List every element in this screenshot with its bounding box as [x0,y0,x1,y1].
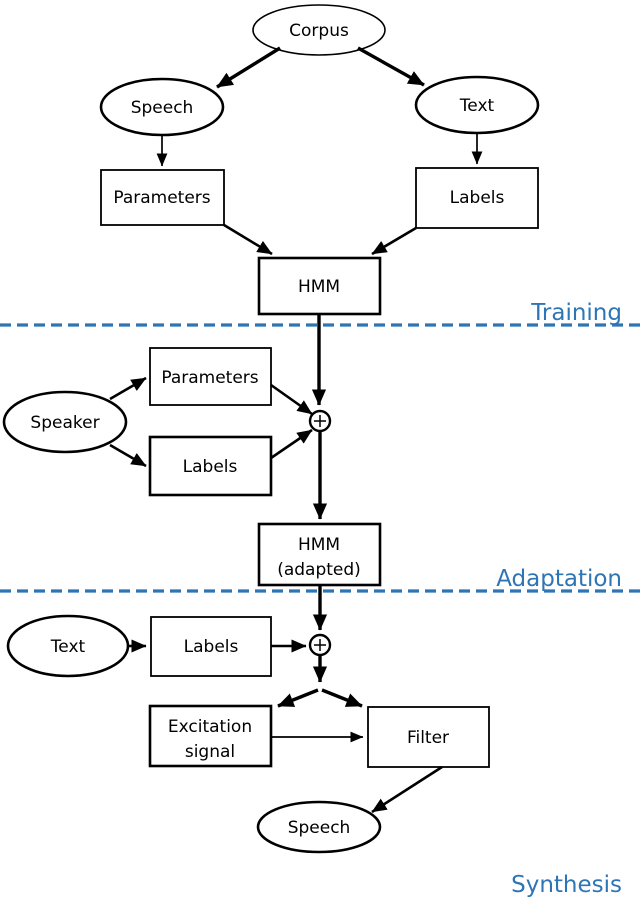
node-speaker: Speaker [2,390,128,454]
edge-labels-to-hmm [371,226,417,256]
node-synth-labels-label: Labels [184,637,239,657]
node-train-text: Text [414,75,540,135]
node-hmm: HMM [257,256,382,316]
node-hmm-adapted-label-line1: HMM [298,535,340,555]
edge-parameters-to-hmm [223,223,273,256]
edge-fanout-to-filter [321,688,363,708]
node-hmm-adapted: HMM (adapted) [257,522,382,587]
node-excitation-label-line1: Excitation [168,717,252,737]
node-synth-text-label: Text [50,637,86,657]
edge-speaker-to-adapt-labels [109,443,147,468]
edge-corpus-to-text [357,46,425,87]
phase-label-training: Training [530,300,622,326]
node-hmm-adapted-label-line2: (adapted) [277,560,361,580]
phase-label-synthesis: Synthesis [511,872,622,898]
adapt-junction-node [308,409,332,433]
node-filter-label: Filter [407,728,449,748]
node-train-labels: Labels [415,167,539,229]
edge-adapt-parameters-to-junction [270,383,313,416]
edge-fanout-to-excitation [277,688,319,708]
node-speaker-label: Speaker [30,413,99,433]
node-train-parameters: Parameters [100,169,225,226]
node-excitation-signal: Excitation signal [148,704,273,768]
edge-speaker-to-adapt-parameters [109,376,147,401]
phase-label-adaptation: Adaptation [496,566,622,592]
node-train-speech: Speech [99,77,225,137]
node-adapt-labels-label: Labels [183,457,238,477]
edge-filter-to-speech [371,765,443,814]
node-train-speech-label: Speech [131,98,194,118]
node-train-text-label: Text [459,96,495,116]
node-excitation-label-line2: signal [185,742,235,762]
node-adapt-parameters-label: Parameters [161,368,258,388]
node-hmm-label: HMM [298,277,340,297]
synth-junction-node [308,633,332,657]
node-corpus: Corpus [252,4,386,56]
node-train-labels-label: Labels [450,188,505,208]
node-synth-labels: Labels [150,616,272,677]
node-adapt-parameters: Parameters [149,347,272,406]
edge-adapt-labels-to-junction [270,428,313,460]
node-synth-speech: Speech [256,800,382,854]
node-synth-text: Text [6,614,130,678]
node-filter: Filter [367,706,490,768]
node-train-parameters-label: Parameters [113,188,210,208]
edge-corpus-to-speech [216,46,281,89]
node-corpus-label: Corpus [289,21,349,41]
node-adapt-labels: Labels [148,435,273,497]
node-synth-speech-label: Speech [288,818,351,838]
